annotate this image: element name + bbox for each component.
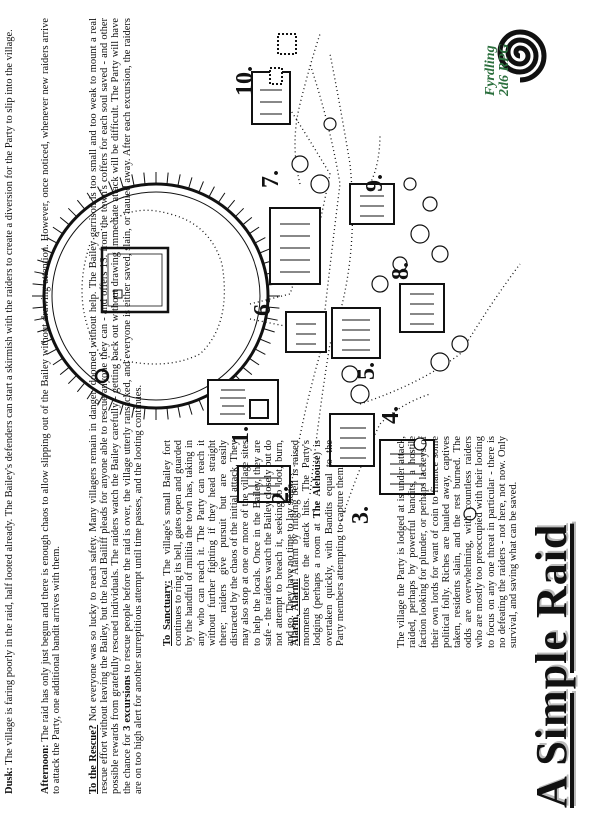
alarm-section: Alarm, Alarm! Alarm by ringing bell is r… [290,440,346,646]
palisade-spike [41,338,53,344]
building-3 [329,413,375,467]
palisade-spike [46,348,58,355]
palisade-spike [217,192,226,204]
palisade-spike [226,199,236,210]
dusk-heading: Dusk: [4,767,15,794]
logo-wordmark: Fyrdling 2d6 RPG [483,43,512,97]
palisade-spike [263,328,275,333]
palisade-spike [166,407,169,420]
building-2 [237,465,291,503]
palisade-spike [143,407,146,420]
building-7 [269,207,321,285]
palisade-spike [143,172,146,185]
palisade-spike [198,399,204,411]
intro-text: The village the Party is lodged at is un… [396,436,520,648]
dusk-text: The village is faring poorly in the raid… [4,29,15,765]
sanctuary-heading: To Sanctuary: [162,580,173,646]
rescue-section: To the Rescue? Not everyone was so lucky… [88,18,144,794]
palisade-spike [177,405,181,418]
palisade-spike [52,357,64,366]
palisade-spike [59,216,70,226]
palisade-spike [108,399,114,411]
palisade-spike [37,259,49,264]
palisade-spike [97,394,104,406]
palisade-spike [119,177,124,189]
palisade-spike [208,186,215,198]
intro-paragraph: The village the Party is lodged at is un… [396,436,519,648]
palisade-spike [254,237,266,244]
palisade-spike [46,237,58,244]
palisade-spike [76,382,86,393]
palisade-spike [41,248,53,254]
palisade-spike [59,366,70,376]
palisade-spike [259,248,271,254]
dusk-section: Dusk: The village is faring poorly in th… [4,18,15,794]
building-9 [349,183,395,225]
palisade-spike [188,403,193,415]
palisade-spike [242,366,253,376]
rescue-excursions: 3 excursions [121,675,133,731]
palisade-spike [259,338,271,344]
bailey-well [94,368,110,384]
rescue-heading: To the Rescue? [88,724,99,794]
palisade-spike [76,199,86,210]
palisade-spike [265,317,278,321]
sanctuary-section: To Sanctuary: The village's small Bailey… [162,440,296,646]
logo-line-1: Fyrdling [483,45,498,96]
palisade-spike [34,271,47,275]
building-6 [285,311,327,353]
palisade-spike [254,348,266,355]
palisade-spike [242,216,253,226]
palisade-spike [188,177,193,189]
building-4 [379,439,435,495]
page-title: A Simple Raid [527,523,576,808]
afternoon-section: Afternoon: The raid has only just begun … [40,18,62,794]
palisade-spike [248,357,260,366]
palisade-spike [198,181,204,193]
palisade-spike [97,186,104,198]
building-5 [331,307,381,359]
palisade-spike [131,405,135,418]
palisade-spike [267,306,280,309]
palisade-spike [37,328,49,333]
palisade-spike [248,226,260,235]
palisade-spike [166,172,169,185]
alarm-place: The Alehouse [312,455,324,519]
palisade-spike [67,374,78,385]
palisade-spike [234,207,245,218]
palisade-spike [119,403,124,415]
bailey-keep [100,246,170,314]
palisade-spike [32,283,45,286]
palisade-spike [86,388,95,400]
palisade-spike [108,181,114,193]
afternoon-heading: Afternoon: [40,744,51,794]
palisade-spike [67,207,78,218]
palisade-spike [52,226,64,235]
palisade-spike [34,317,47,321]
palisade-spike [131,174,135,187]
building-8 [399,283,445,333]
afternoon-text: The raid has only just begun and there i… [40,18,63,794]
palisade-spikes [32,172,280,420]
palisade-spike [32,306,45,309]
logo-line-2: 2d6 RPG [497,43,512,97]
sanctuary-text: The village's small Bailey fort continue… [162,439,297,646]
palisade-spike [177,174,181,187]
palisade-spike [86,192,95,204]
